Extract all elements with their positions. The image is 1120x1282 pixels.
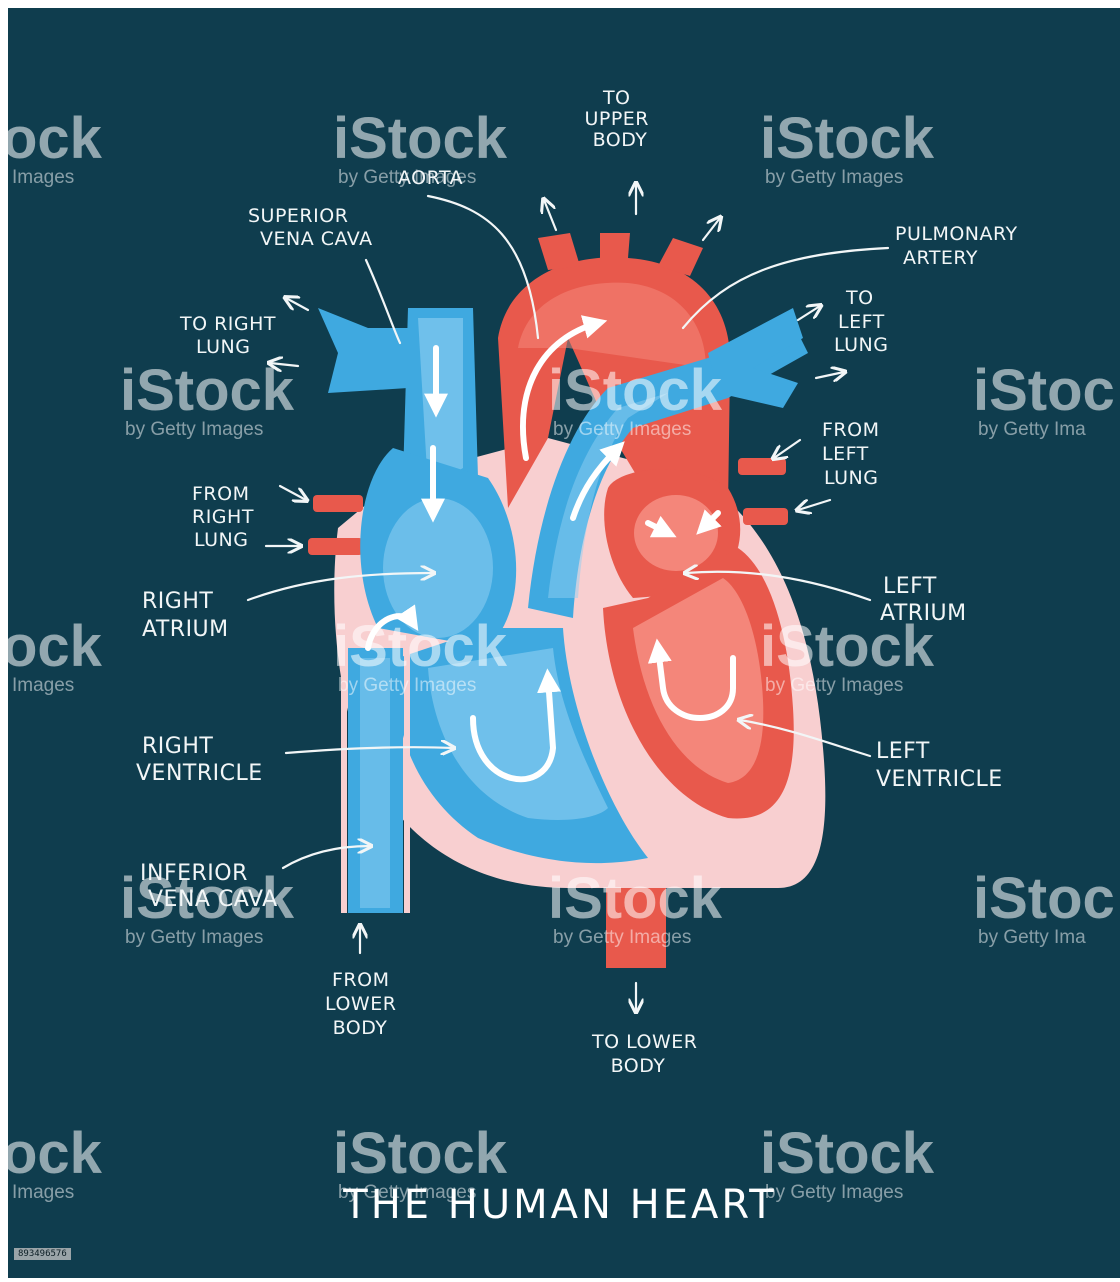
arrow-up-left [544, 200, 556, 230]
watermark-tagline: by Getty Images [338, 675, 476, 696]
label-right-atrium: RIGHT ATRIUM [142, 589, 229, 642]
watermark-tagline: by Getty Images [125, 419, 263, 440]
right-pulmonary-vein-upper [313, 495, 363, 512]
watermark-brand: iStock [760, 106, 935, 171]
watermark-brand: iStock [333, 106, 508, 171]
label-left-ventricle: LEFT VENTRICLE [876, 739, 1003, 792]
label-to-left-lung: TO LEFT LUNG [834, 287, 891, 356]
pulmonary-branch-right [318, 308, 408, 393]
label-to-right-lung: TO RIGHT LUNG [179, 313, 283, 358]
watermark-tagline-partial: Images [12, 675, 74, 696]
watermark-brand-partial: ock [8, 1121, 103, 1186]
watermark-tagline-partial-right: by Getty Ima [978, 927, 1086, 948]
label-from-left-lung: FROM LEFT LUNG [822, 419, 886, 489]
left-pulmonary-vein-upper [738, 458, 786, 475]
watermark-brand-partial-right: iStoc [973, 358, 1115, 423]
label-aorta: AORTA [398, 167, 463, 189]
watermark-tagline: by Getty Images [765, 1182, 903, 1203]
watermark-tagline: by Getty Images [765, 675, 903, 696]
label-right-ventricle: RIGHT VENTRICLE [136, 734, 263, 786]
label-pulmonary-artery: PULMONARY ARTERY [895, 223, 1024, 269]
from-right-lung-arrow-1 [280, 486, 306, 500]
watermark-tagline: by Getty Images [125, 927, 263, 948]
label-superior-vena-cava: SUPERIOR VENA CAVA [248, 205, 373, 250]
stock-image-id: 893496576 [14, 1248, 71, 1260]
to-left-lung-arrow-1 [798, 306, 820, 320]
right-pulmonary-vein-lower [308, 538, 363, 555]
to-left-lung-arrow-2 [816, 372, 844, 378]
arrow-up-right [703, 218, 720, 240]
from-left-lung-arrow-1 [774, 440, 800, 458]
to-right-lung-arrow-1 [286, 298, 308, 310]
watermark-brand: iStock [120, 358, 295, 423]
watermark-brand-partial-right: iStoc [973, 866, 1115, 931]
from-left-lung-arrow-2 [798, 500, 830, 510]
diagram-canvas: ock Images iStock by Getty Images iStock… [8, 8, 1120, 1278]
diagram-title: THE HUMAN HEART [342, 1182, 776, 1228]
label-from-lower-body: FROM LOWER BODY [325, 969, 403, 1039]
left-atrium-inner [634, 495, 718, 571]
heart-diagram: ock Images iStock by Getty Images iStock… [8, 8, 1120, 1278]
watermark-brand: iStock [333, 614, 508, 679]
label-from-right-lung: FROM RIGHT LUNG [192, 483, 260, 551]
watermark-tagline: by Getty Images [765, 167, 903, 188]
left-pulmonary-vein-lower [743, 508, 788, 525]
label-left-atrium: LEFT ATRIUM [880, 574, 967, 626]
watermark-tagline: by Getty Images [553, 927, 691, 948]
watermark-brand: iStock [548, 358, 723, 423]
watermark-brand: iStock [548, 866, 723, 931]
aorta-branch-1 [538, 233, 580, 270]
watermark-brand-partial: ock [8, 614, 103, 679]
watermark-tagline: by Getty Images [553, 419, 691, 440]
watermark-tagline-partial-right: by Getty Ima [978, 419, 1086, 440]
watermark-brand: iStock [333, 1121, 508, 1186]
watermark-brand-partial: ock [8, 106, 103, 171]
watermark-tagline-partial: Images [12, 167, 74, 188]
watermark-tagline-partial: Images [12, 1182, 74, 1203]
label-to-upper-body: TO UPPER BODY [584, 87, 655, 151]
watermark-brand: iStock [760, 1121, 935, 1186]
aorta-branch-2 [600, 233, 630, 258]
label-to-lower-body: TO LOWER BODY [591, 1031, 704, 1077]
